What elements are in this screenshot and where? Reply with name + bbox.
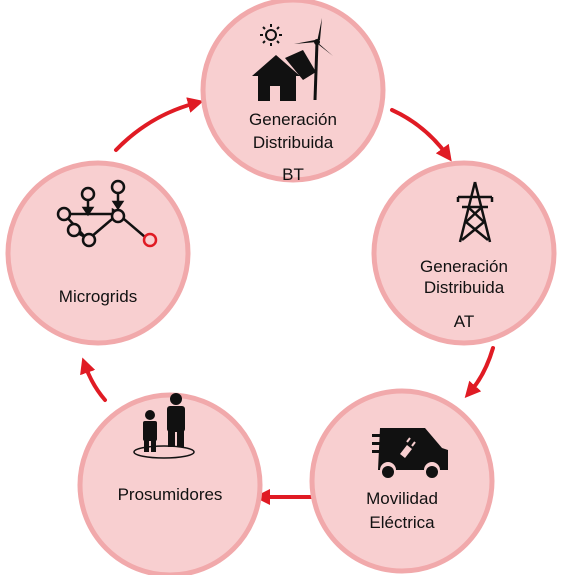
people-icon (133, 393, 195, 459)
arrow-gen-at-to-movilidad (464, 346, 495, 399)
house-solar-icon (252, 50, 316, 101)
network-graph-icon (56, 179, 158, 248)
gen-bt-line2: Distribuida (253, 133, 334, 152)
sun-icon (260, 24, 282, 46)
gen-bt-line3: BT (282, 165, 304, 184)
arrow-microgrids-to-gen-bt (114, 97, 204, 152)
gen-at-line1: Generación (420, 257, 508, 276)
microgrids-label: Microgrids (59, 287, 137, 306)
node-movilidad: Movilidad Eléctrica (309, 388, 495, 574)
movilidad-line1: Movilidad (366, 489, 438, 508)
arrow-prosumidores-to-microgrids (80, 357, 107, 402)
node-gen-at: Generación Distribuida AT (371, 160, 557, 346)
gen-bt-line1: Generación (249, 110, 337, 129)
node-gen-bt: Generación Distribuida BT (200, 0, 386, 184)
movilidad-line2: Eléctrica (369, 513, 435, 532)
arrow-gen-bt-to-gen-at (390, 108, 452, 162)
gen-at-line2: Distribuida (424, 278, 505, 297)
wind-turbine-icon (294, 18, 333, 101)
node-microgrids: Microgrids (5, 160, 191, 346)
prosumidores-label: Prosumidores (118, 485, 223, 504)
electric-vehicle-icon (372, 428, 448, 478)
node-prosumidores: Prosumidores (77, 392, 263, 575)
transmission-tower-icon (456, 181, 494, 243)
gen-at-line3: AT (454, 312, 474, 331)
